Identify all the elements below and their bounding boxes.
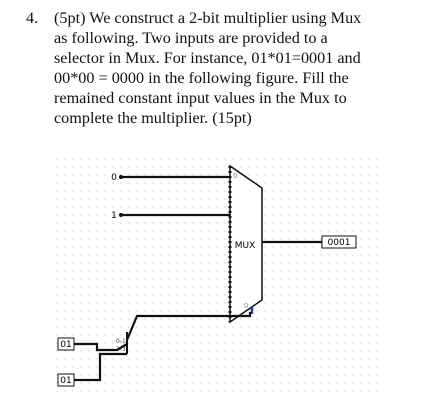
input-a-value: 01	[60, 340, 71, 350]
mux-body	[229, 164, 263, 324]
mux-port-top-label: 0	[233, 172, 237, 180]
question-text: (5pt) We construct a 2-bit multiplier us…	[54, 8, 422, 128]
wire-selector	[125, 312, 252, 341]
question-line: selector in Mux. For instance, 01*01=000…	[54, 49, 361, 67]
mux-label: MUX	[235, 241, 256, 251]
grid-background	[52, 152, 378, 397]
multiplier-circuit-diagram: 0 1 0 MUX 0 0001 0-1 2-3 01 01	[52, 152, 378, 397]
output-display	[321, 235, 357, 249]
mux-port-bottom-label: 0	[244, 302, 248, 310]
question-line: complete the multiplier. (15pt)	[54, 109, 252, 127]
question-line: as following. Two inputs are provided to…	[54, 29, 328, 47]
input-b-value: 01	[60, 376, 71, 386]
wire-input-b	[74, 352, 127, 382]
question-line: 00*00 = 0000 in the following figure. Fi…	[54, 69, 349, 87]
question-line: (5pt) We construct a 2-bit multiplier us…	[54, 9, 362, 27]
constant-input-1-label: 1	[111, 211, 117, 221]
splitter-label-2: 2-3	[116, 346, 126, 353]
constant-input-0-label: 0	[111, 173, 117, 183]
wire-input-a	[74, 342, 128, 352]
output-value: 0001	[328, 238, 351, 248]
question-line: remained constant input values in the Mu…	[54, 89, 347, 107]
question-number: 4.	[26, 9, 39, 27]
splitter-label-1: 0-1	[116, 338, 126, 345]
